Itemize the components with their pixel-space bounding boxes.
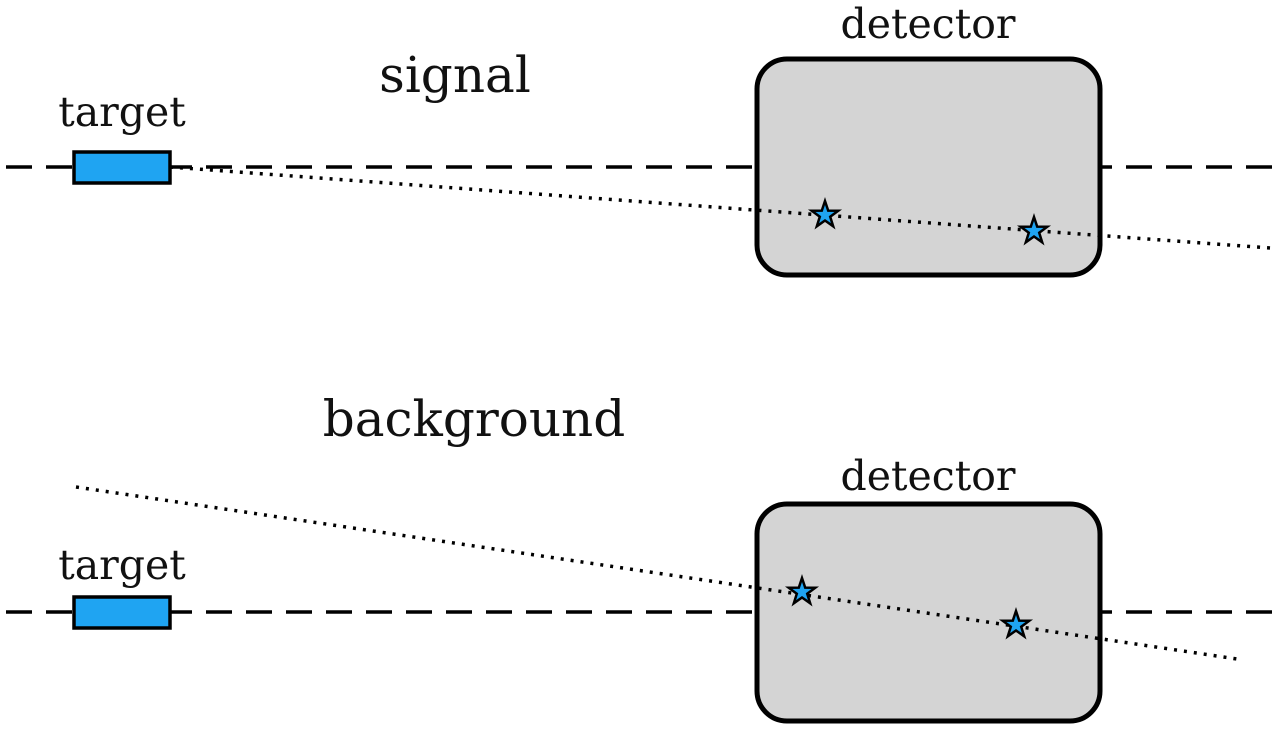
signal-particle-track (169, 165, 1271, 250)
background-target-box (72, 595, 172, 630)
signal-detector-label: detector (841, 0, 1016, 48)
background-target-label: target (58, 541, 186, 589)
background-title: background (323, 390, 626, 448)
signal-title: signal (379, 46, 531, 104)
star-icon (784, 574, 820, 607)
background-panel: background target detector (6, 390, 1277, 724)
signal-panel: signal target detector (6, 0, 1277, 278)
background-detector-label: detector (841, 452, 1016, 500)
signal-target-label: target (58, 88, 186, 136)
star-icon (1016, 213, 1052, 246)
signal-detector-box (754, 56, 1103, 278)
star-icon (807, 197, 843, 230)
star-icon (998, 607, 1034, 640)
signal-target-box (72, 150, 172, 185)
